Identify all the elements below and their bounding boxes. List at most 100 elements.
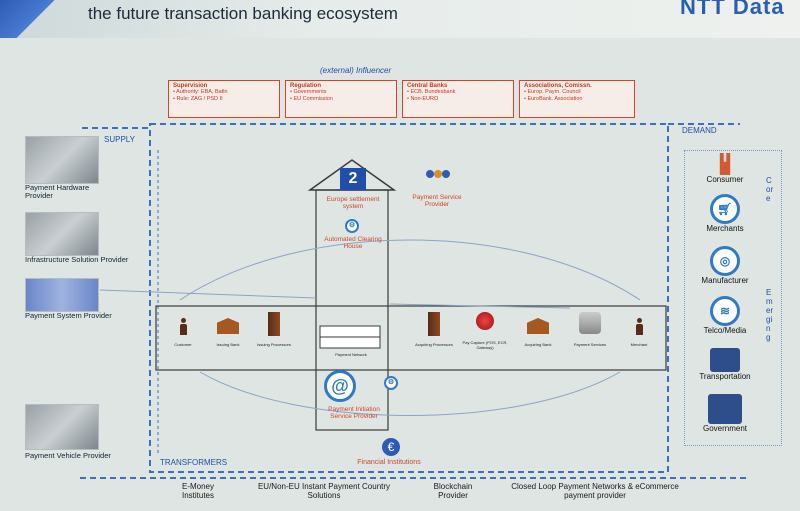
person-icon [179, 318, 187, 335]
chain-node-merchant: Merchant [624, 318, 654, 347]
demand-item-label: Consumer [706, 175, 744, 184]
pisp-secondary-icon: ⚙ [384, 376, 398, 390]
payment-flow-line [389, 303, 571, 309]
demand-consumer: Consumer [690, 153, 760, 184]
influencer-box-heading: Associations, Comissn. [524, 83, 592, 89]
demand-transportation: Transportation [690, 348, 760, 381]
at-sign-icon: @ [324, 370, 356, 402]
influencer-box-item: • ECB, Bundesbank [407, 89, 456, 95]
flow-arc-bottom [199, 371, 621, 416]
pisp-label: Payment Initiation Service Provider [328, 406, 380, 420]
shopping-cart-icon: 🛒︎ [710, 194, 740, 224]
provider-label: Payment System Provider [25, 311, 112, 320]
chain-node-payment-services: Payment Services [570, 312, 610, 347]
influencer-box-heading: Central Banks [407, 83, 448, 89]
transformers-label: TRANSFORMERS [160, 458, 228, 467]
demand-government: Government [690, 394, 760, 433]
chain-node-label: Issuing Bank [216, 342, 240, 347]
wifi-icon: ≋ [710, 296, 740, 326]
demand-item-label: Manufacturer [701, 276, 749, 285]
euro-icon: € [382, 438, 400, 456]
chain-node-payment-network: Payment Network [318, 352, 384, 357]
supply-flow-line [99, 289, 317, 299]
transformer-item: Blockchain Provider [433, 482, 473, 500]
demand-label: DEMAND [682, 126, 717, 135]
chain-node-label: Merchant [630, 342, 648, 347]
chain-node-label: Pay Capture (POS, ECR, Gateway) [462, 340, 508, 350]
emerging-vertical-label: Emerging [766, 288, 774, 342]
influencer-box-heading: Supervision [173, 83, 208, 89]
influencer-box-item: • Authority: EBA, Bafin [173, 89, 228, 95]
influencer-box-item: • Governments [290, 89, 327, 95]
settlement-system-label: Europe settlement system [326, 196, 380, 210]
server-tower-icon [428, 312, 440, 336]
financial-institutions-label: Financial Institutions [357, 459, 421, 466]
influencer-box-heading: Regulation [290, 83, 321, 89]
clearing-house-label: Automated Clearing House [324, 236, 382, 250]
influencer-box-item: • Non-EURO [407, 96, 439, 102]
payment-hardware-photo [25, 136, 99, 184]
chain-node-pay-capture: Pay Capture (POS, ECR, Gateway) [458, 312, 512, 350]
provider-label: Payment Vehicle Provider [25, 451, 111, 460]
payment-vehicle-photo [25, 404, 99, 450]
government-building-icon [708, 394, 742, 424]
brand-logo: NTT Data [680, 0, 785, 19]
chain-node-issuing-bank: Issuing Bank [210, 318, 246, 347]
chain-node-label: Payment Network [335, 352, 367, 357]
train-icon [710, 348, 740, 372]
psp-label: Payment Service Provider [412, 194, 462, 208]
influencer-box-regulation: Regulation • Governments • EU Commission [285, 80, 397, 118]
demand-merchants: 🛒︎ Merchants [690, 194, 760, 233]
database-icon [579, 312, 601, 334]
transformer-item: EU/Non-EU Instant Payment Country Soluti… [257, 482, 391, 500]
settlement-house-body [315, 189, 389, 431]
flow-arc-top [179, 239, 641, 301]
provider-label: Infrastructure Solution Provider [25, 255, 129, 264]
payment-system-photo [25, 278, 99, 312]
header-bar: the future transaction banking ecosystem… [0, 0, 800, 38]
psp-people-icon [424, 170, 450, 188]
demand-item-label: Transportation [699, 372, 751, 381]
chain-node-customer: Customer [168, 318, 198, 347]
brand-corner-graphic [0, 0, 70, 38]
demand-item-label: Government [702, 424, 748, 433]
pos-terminal-icon [476, 312, 494, 330]
consumer-icon [719, 153, 731, 175]
chain-node-label: Acquiring Bank [524, 342, 552, 347]
influencer-box-associations: Associations, Comissn. • Europ. Paym. Co… [519, 80, 635, 118]
settlement-system-logo: 2 [340, 168, 366, 190]
person-icon [635, 318, 643, 335]
chain-node-label: Acquiring Processors [415, 342, 453, 347]
influencer-box-item: • Rule: ZAG / PSD II [173, 96, 223, 102]
chain-node-acquiring-processors: Acquiring Processors [414, 312, 454, 347]
payment-chain-band [155, 305, 667, 371]
influencer-title: (external) Influencer [320, 66, 392, 75]
influencer-box-item: • Europ. Paym. Council [524, 89, 581, 95]
transformer-item: E-Money Institutes [181, 482, 214, 500]
demand-panel [684, 150, 782, 446]
chain-node-acquiring-bank: Acquiring Bank [518, 318, 558, 347]
demand-telco-media: ≋ Telco/Media [690, 296, 760, 335]
influencer-box-item: • EuroBank. Association [524, 96, 583, 102]
influencer-box-item: • EU Commission [290, 96, 333, 102]
demand-item-label: Merchants [706, 224, 744, 233]
demand-manufacturer: ◎ Manufacturer [690, 246, 760, 285]
slide-title: the future transaction banking ecosystem [88, 4, 398, 23]
chain-node-label: Payment Services [573, 342, 607, 347]
chain-node-label: Issuing Processors [257, 342, 291, 347]
bank-icon [217, 318, 239, 334]
target-icon: ◎ [710, 246, 740, 276]
influencer-box-central-banks: Central Banks • ECB, Bundesbank • Non-EU… [402, 80, 514, 118]
supply-label: SUPPLY [104, 135, 135, 144]
demand-item-label: Telco/Media [703, 326, 747, 335]
core-vertical-label: Core [766, 176, 774, 203]
server-tower-icon [268, 312, 280, 336]
chain-node-label: Customer [174, 342, 192, 347]
provider-label: Payment Hardware Provider [25, 183, 90, 200]
infrastructure-photo [25, 212, 99, 256]
clearing-house-icon: ⚙ [345, 219, 359, 233]
influencer-group: Supervision • Authority: EBA, Bafin • Ru… [168, 80, 638, 120]
influencer-box-supervision: Supervision • Authority: EBA, Bafin • Ru… [168, 80, 280, 118]
bank-icon [527, 318, 549, 334]
